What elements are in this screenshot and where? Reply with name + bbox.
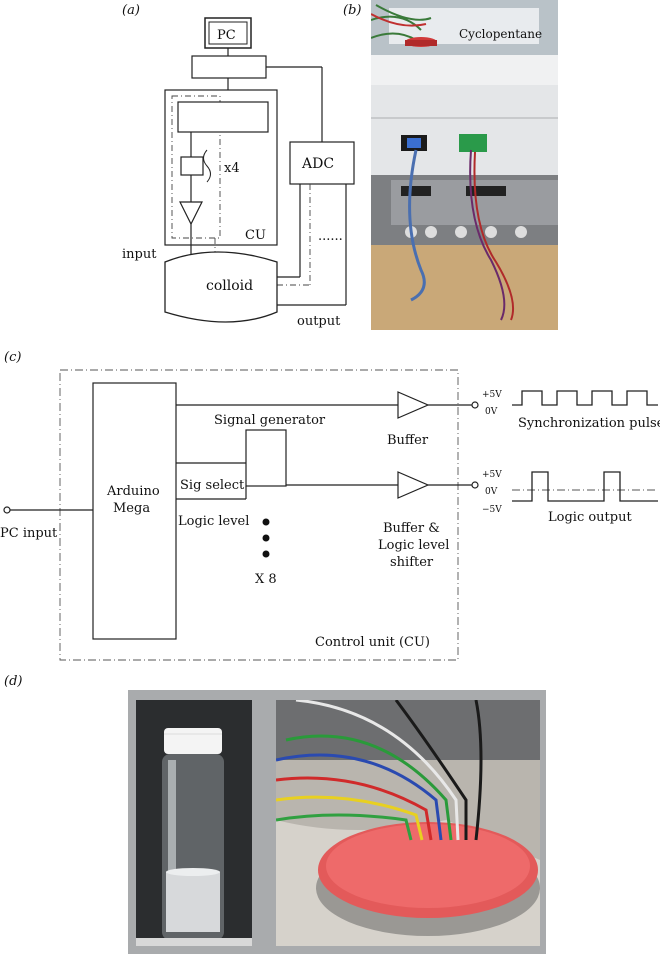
adc-more-dots: ......	[318, 229, 343, 244]
x4-label: x4	[224, 161, 240, 176]
x8-label: X 8	[255, 572, 277, 587]
arduino-box	[92, 382, 177, 640]
logic-level-label: Logic level	[178, 514, 249, 529]
continuation-dot-1	[262, 518, 270, 526]
arduino-line2: Mega	[113, 501, 150, 516]
cu-generator-box	[180, 156, 204, 176]
output-label: output	[297, 314, 341, 329]
buffer-shifter-triangle	[397, 471, 430, 499]
logic-output-terminal	[471, 481, 479, 489]
buffer-shifter-line2: Logic level	[378, 538, 449, 553]
cu-box	[164, 89, 278, 246]
control-unit-label: Control unit (CU)	[315, 635, 430, 650]
cu-inner-dashdot	[171, 95, 221, 239]
panel-c-label: (c)	[4, 350, 21, 365]
input-label: input	[122, 247, 157, 262]
plus5v-top: +5V	[482, 390, 502, 400]
control-unit-dashdot	[59, 369, 459, 661]
adc-box	[289, 141, 355, 185]
buffer-top-triangle	[397, 391, 430, 419]
cu-label: CU	[245, 228, 266, 243]
panel-b-label: (b)	[343, 3, 361, 18]
sig-select-label: Sig select	[180, 478, 245, 493]
cyclopentane-sign: Cyclopentane	[459, 27, 542, 41]
continuation-dot-3	[262, 550, 270, 558]
interface-box	[191, 55, 267, 79]
panel-c-schematic: (c) Control unit (CU) Arduino Mega PC in…	[0, 350, 660, 661]
minus5v: −5V	[482, 505, 502, 515]
colloid-label: colloid	[206, 278, 253, 294]
sync-output-terminal	[471, 401, 479, 409]
colloid-container	[164, 251, 278, 323]
panel-a-schematic: (a) PC x4 CU ADC ...... colloid input ou…	[122, 3, 355, 329]
sync-pulses-label: Synchronization pulses	[518, 416, 660, 431]
zero-bottom: 0V	[485, 487, 498, 497]
sync-waveform	[512, 390, 658, 406]
pc-input-label: PC input	[0, 526, 58, 541]
buffer-shifter-line3: shifter	[390, 555, 434, 570]
zero-top: 0V	[485, 407, 498, 417]
panel-d-label: (d)	[4, 674, 22, 689]
cu-buffer-triangle	[179, 201, 203, 226]
signal-generator-box	[245, 429, 287, 487]
cu-controller-box	[177, 101, 269, 133]
buffer-top-label: Buffer	[387, 433, 429, 448]
arduino-line1: Arduino	[106, 484, 160, 499]
panel-d-frame	[128, 690, 546, 954]
adc-label: ADC	[301, 156, 334, 172]
logic-waveform	[512, 471, 658, 502]
logic-output-label: Logic output	[548, 510, 632, 525]
panel-a-label: (a)	[122, 3, 140, 18]
panel-b-photo: Cyclopentane	[371, 0, 558, 330]
pc-label: PC	[217, 28, 236, 43]
continuation-dot-2	[262, 534, 270, 542]
signal-generator-label: Signal generator	[214, 413, 326, 428]
vial-photo	[136, 700, 252, 946]
dish-photo	[276, 700, 540, 946]
plus5v-bottom: +5V	[482, 470, 502, 480]
buffer-shifter-line1: Buffer &	[383, 521, 440, 536]
pc-input-terminal	[3, 506, 11, 514]
